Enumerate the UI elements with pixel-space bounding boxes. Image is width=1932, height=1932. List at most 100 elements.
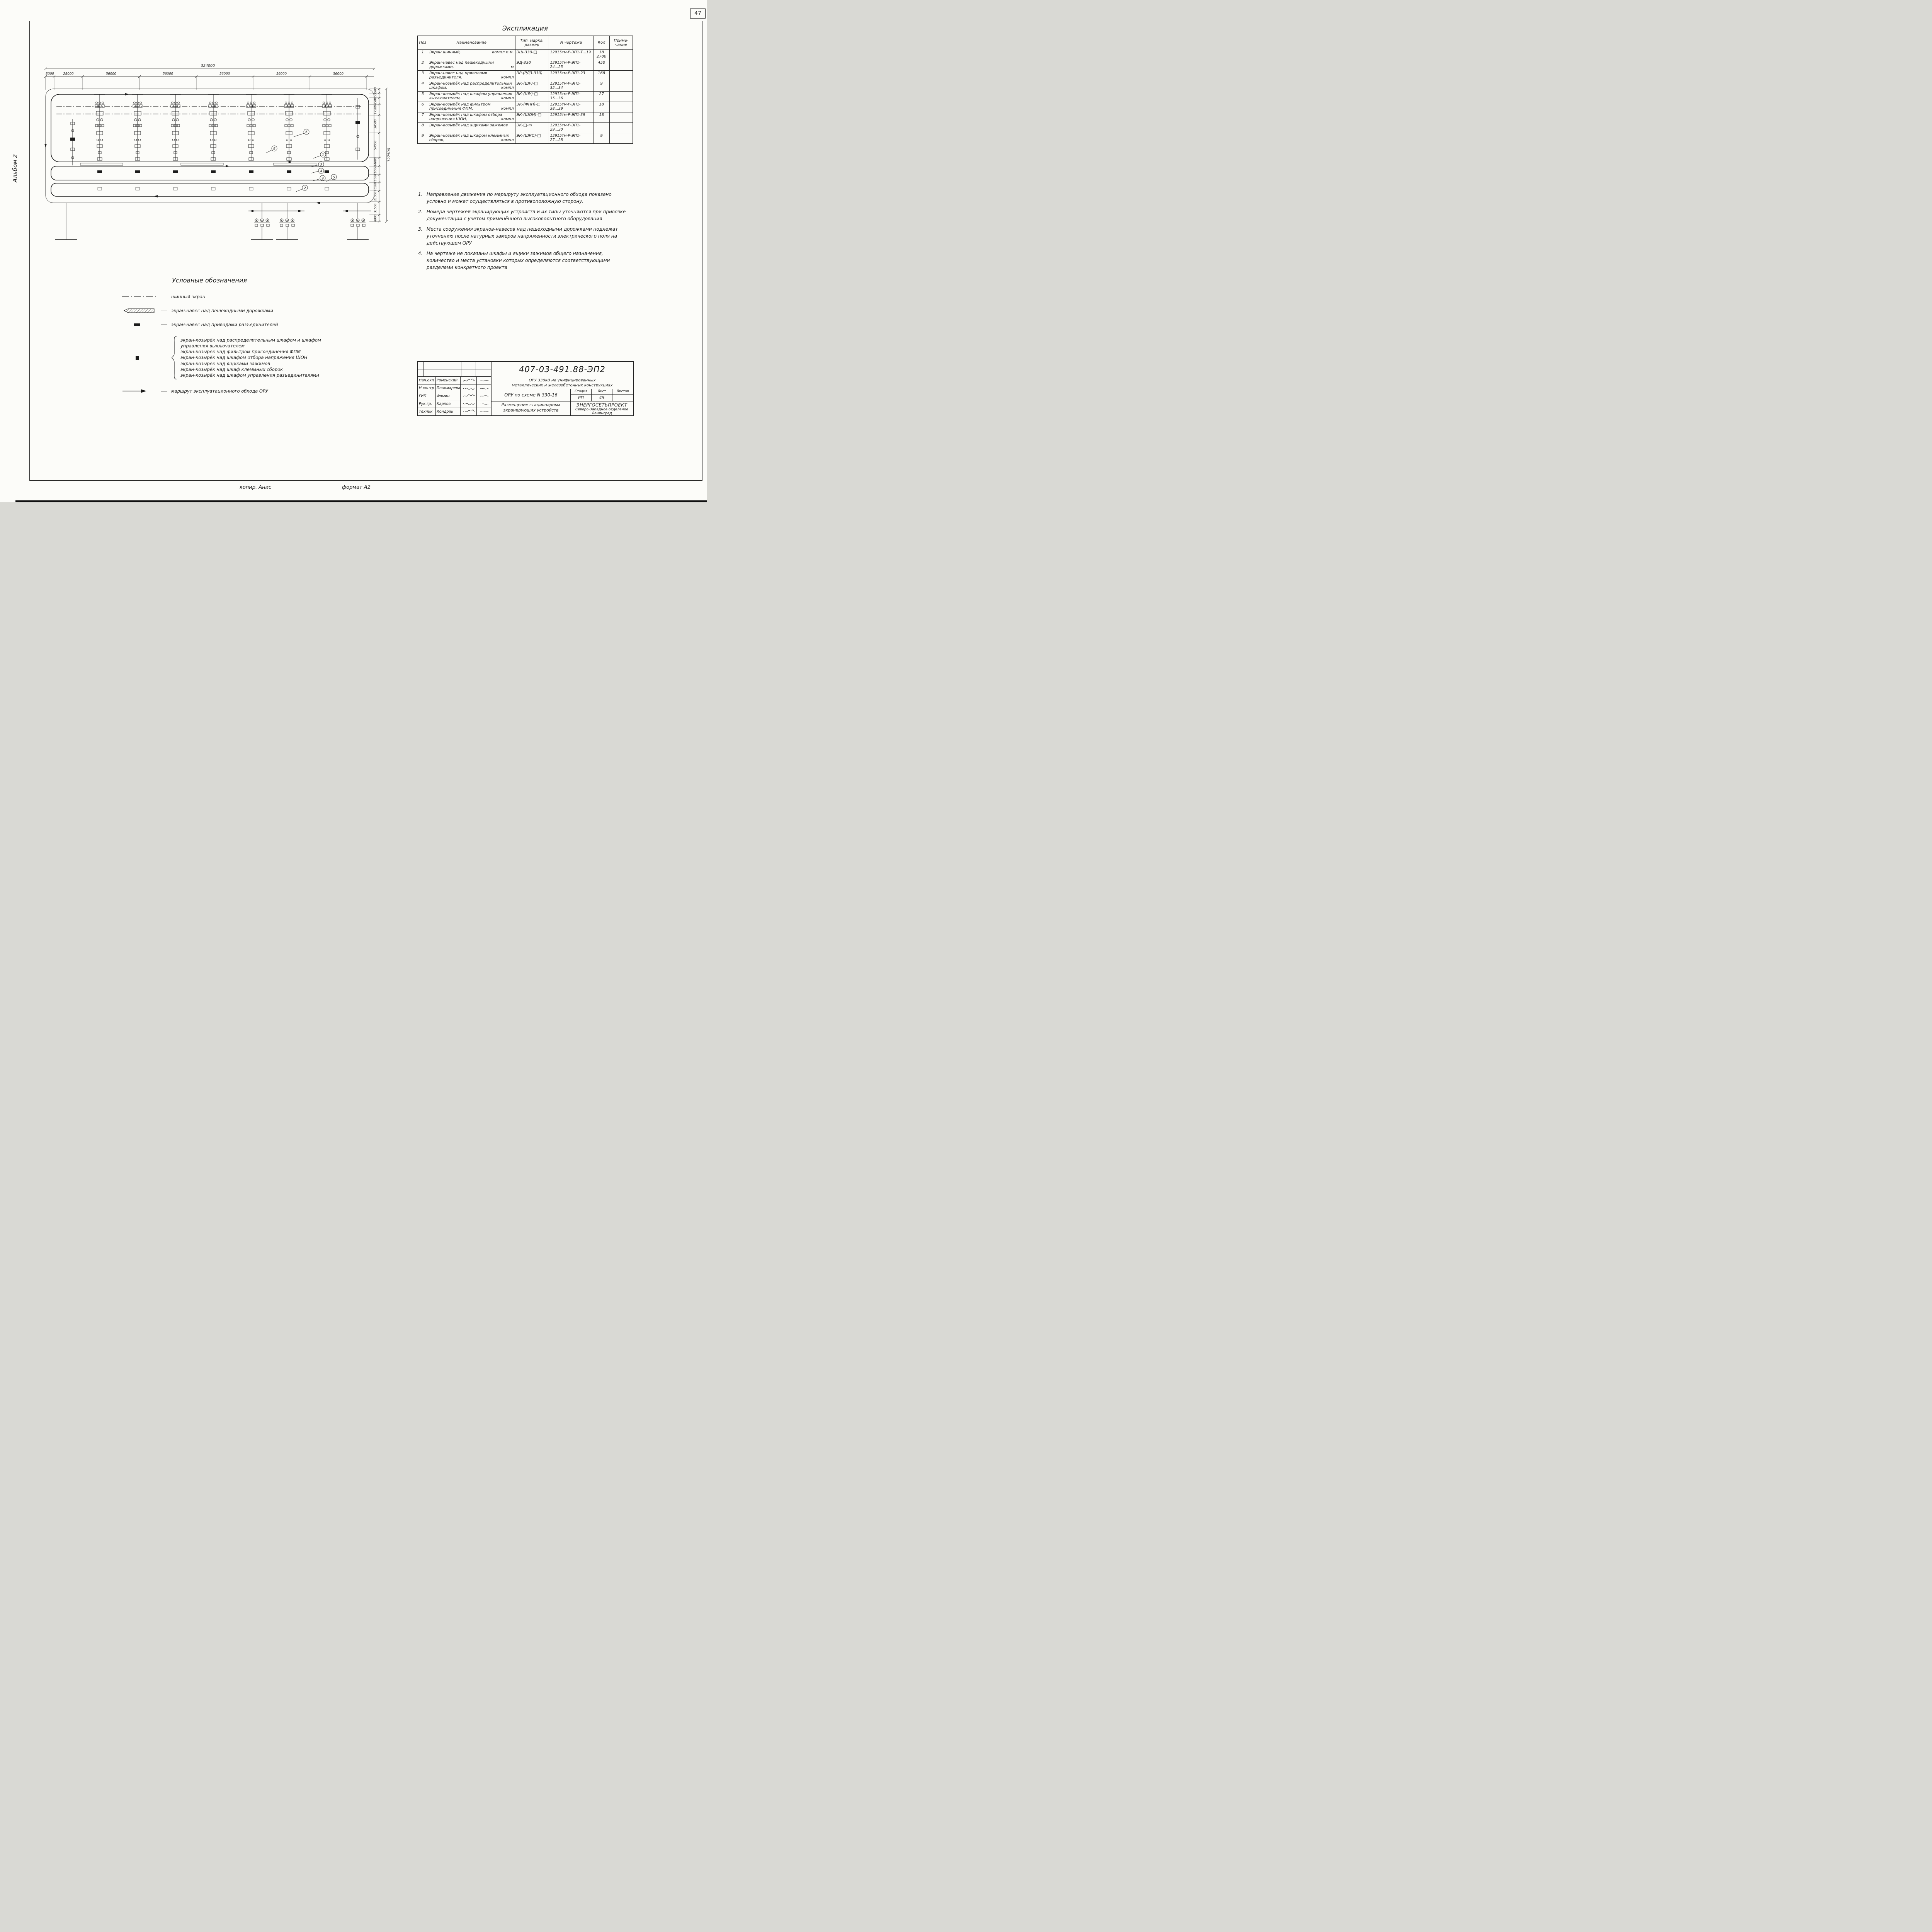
- route-arrow-symbol: [122, 389, 157, 393]
- cell-drawing: 12915тм-Р-ЭП1-32...34: [548, 81, 594, 92]
- svg-text:56000: 56000: [219, 72, 230, 76]
- person-name: Карпов: [436, 400, 461, 408]
- cell-note: [609, 81, 633, 92]
- svg-text:31500: 31500: [374, 204, 377, 213]
- signature-row: Техник Кондрик: [418, 408, 491, 416]
- item-unit: компл: [501, 96, 514, 100]
- title-block: Нач.окп Роменский Н.контр Пономарева ГИП…: [417, 361, 634, 416]
- callout-1: 1: [313, 151, 326, 159]
- notes: 1. Направление движения по маршруту эксп…: [418, 191, 629, 274]
- note-number: 1.: [418, 192, 423, 197]
- item-name: Экран-козырёк над шкафом клеммных сборок…: [429, 134, 509, 142]
- legend-label: экран-навес над пешеходными дорожками: [171, 308, 274, 313]
- note-text: Места сооружения экранов-навесов над пеш…: [427, 226, 618, 246]
- note-2: 2. Номера чертежей экранирующих устройст…: [418, 208, 629, 222]
- person-name: Роменский: [436, 377, 461, 384]
- svg-text:4: 4: [320, 170, 322, 173]
- signature-row: Нач.окп Роменский: [418, 377, 491, 385]
- cell-name: Экран-козырёк над распределительным шкаф…: [427, 81, 515, 92]
- equipment-bays: [94, 94, 333, 161]
- table-row: 8 Экран-козырёк над ящиками зажимов ЭК-□…: [417, 122, 633, 133]
- walkway-canopy-bands: [80, 163, 316, 166]
- cell-name: Экран-козырёк над шкафом управления выкл…: [427, 91, 515, 102]
- role-label: Техник: [418, 408, 436, 416]
- cell-name: Экран шинный,компл п.м.: [427, 49, 515, 60]
- col-drawing: N чертежа: [548, 36, 594, 50]
- cell-pos: 7: [417, 112, 428, 123]
- table-row: 5 Экран-козырёк над шкафом управления вы…: [417, 91, 633, 102]
- scheme-and-stage: ОРУ по схеме N 330-16 Стадия Лист Листов…: [492, 389, 633, 401]
- callout-9: 9: [313, 175, 326, 181]
- cell-type: ЭШ-330-□: [515, 49, 549, 60]
- svg-text:2: 2: [304, 187, 306, 190]
- date-mark: [477, 402, 491, 405]
- date-mark: [477, 395, 491, 398]
- cell-qty: 168: [593, 70, 610, 81]
- cell-drawing: 12915тм-Р-ЭП1-24...25: [548, 60, 594, 71]
- signature-row: Н.контр Пономарева: [418, 384, 491, 393]
- legend-item-bus-screen: шинный экран: [122, 294, 330, 299]
- cell-type: ЭК-(ШР)-□: [515, 81, 549, 92]
- cell-type: ЭК-(ШОН)-□: [515, 112, 549, 123]
- cell-name: Экран-козырёк над фильтром присоединения…: [427, 102, 515, 112]
- lane-cabinets: [97, 170, 329, 190]
- svg-text:6: 6: [305, 131, 308, 134]
- cell-note: [609, 60, 633, 71]
- cell-drawing: 12915тм-Р-ЭП1-29...30: [548, 122, 594, 133]
- table-row: 2 Экран-навес над пешеходными дорожками,…: [417, 60, 633, 71]
- callout-4: 4: [311, 168, 324, 174]
- legend-label: экран-навес над приводами разъединителей: [171, 322, 278, 327]
- scan-edge: [15, 500, 707, 502]
- scheme-label: ОРУ по схеме N 330-16: [492, 389, 571, 401]
- item-unit: компл: [501, 117, 514, 121]
- legend-label: маршрут эксплуатационного обхода ОРУ: [171, 388, 268, 394]
- svg-text:56000: 56000: [106, 72, 116, 76]
- dim-chain-top: 324000 8000 28000 56000 56000 56000 5600…: [44, 64, 376, 90]
- note-text: Направление движения по маршруту эксплуа…: [427, 192, 612, 204]
- route-loops: [44, 88, 374, 204]
- item-unit: компл: [501, 86, 514, 90]
- svg-text:8: 8: [273, 147, 276, 151]
- callout-5: 5: [326, 174, 337, 182]
- item-name: Экран-козырёк над шкафом управления выкл…: [429, 92, 512, 100]
- note-text: На чертеже не показаны шкафы и ящики заж…: [427, 251, 610, 270]
- svg-text:16000: 16000: [374, 166, 377, 175]
- revision-grid: [418, 362, 491, 377]
- signature-row: Рук.гр. Карпов: [418, 400, 491, 408]
- cell-drawing: 12915тм-Р-ЭП1-23: [548, 70, 594, 81]
- table-row: 6 Экран-козырёк над фильтром присоединен…: [417, 102, 633, 112]
- format-note: формат А2: [342, 485, 371, 490]
- cell-qty: [593, 122, 610, 133]
- cell-qty: 9: [593, 133, 610, 144]
- note-number: 3.: [418, 226, 423, 232]
- dim-total-top: 324000: [201, 64, 215, 68]
- date-mark: [477, 379, 491, 382]
- cell-pos: 2: [417, 60, 428, 71]
- item-unit: компл: [501, 75, 514, 80]
- cell-type: ЭР-(РДЗ-330): [515, 70, 549, 81]
- cell-name: Экран-козырёк над шкафом клеммных сборок…: [427, 133, 515, 144]
- cell-qty: 27: [593, 91, 610, 102]
- project-line: ОРУ 330кВ на унифицированных: [529, 378, 596, 383]
- note-1: 1. Направление движения по маршруту эксп…: [418, 191, 629, 205]
- document-number: 407-03-491.88-ЭП2: [492, 362, 633, 377]
- svg-text:17500: 17500: [374, 105, 377, 114]
- sheet-label: Лист: [592, 389, 612, 394]
- explication-title: Экспликация: [502, 25, 548, 32]
- date-mark: [477, 387, 491, 390]
- cell-name: Экран-навес над приводами разъединителя,…: [427, 70, 515, 81]
- cell-qty: 18: [593, 102, 610, 112]
- cell-note: [609, 122, 633, 133]
- stage-grid: Стадия Лист Листов РП 45: [571, 389, 633, 401]
- copier-note: копир. Анис: [240, 485, 272, 490]
- cell-type: ЭК-□-▭: [515, 122, 549, 133]
- cell-drawing: 12915тм-Р-ЭП1-39: [548, 112, 594, 123]
- subtitle-and-org: Размещение стационарных экранирующих уст…: [492, 401, 633, 415]
- signature-mark: [461, 384, 477, 392]
- cell-pos: 9: [417, 133, 428, 144]
- svg-text:8500: 8500: [374, 97, 377, 105]
- left-cluster: [70, 119, 75, 165]
- header-row: Поз Наименование Тип, марка, размер N че…: [417, 36, 633, 50]
- note-number: 2.: [418, 209, 423, 214]
- sheet-subtitle: Размещение стационарных экранирующих уст…: [492, 401, 571, 415]
